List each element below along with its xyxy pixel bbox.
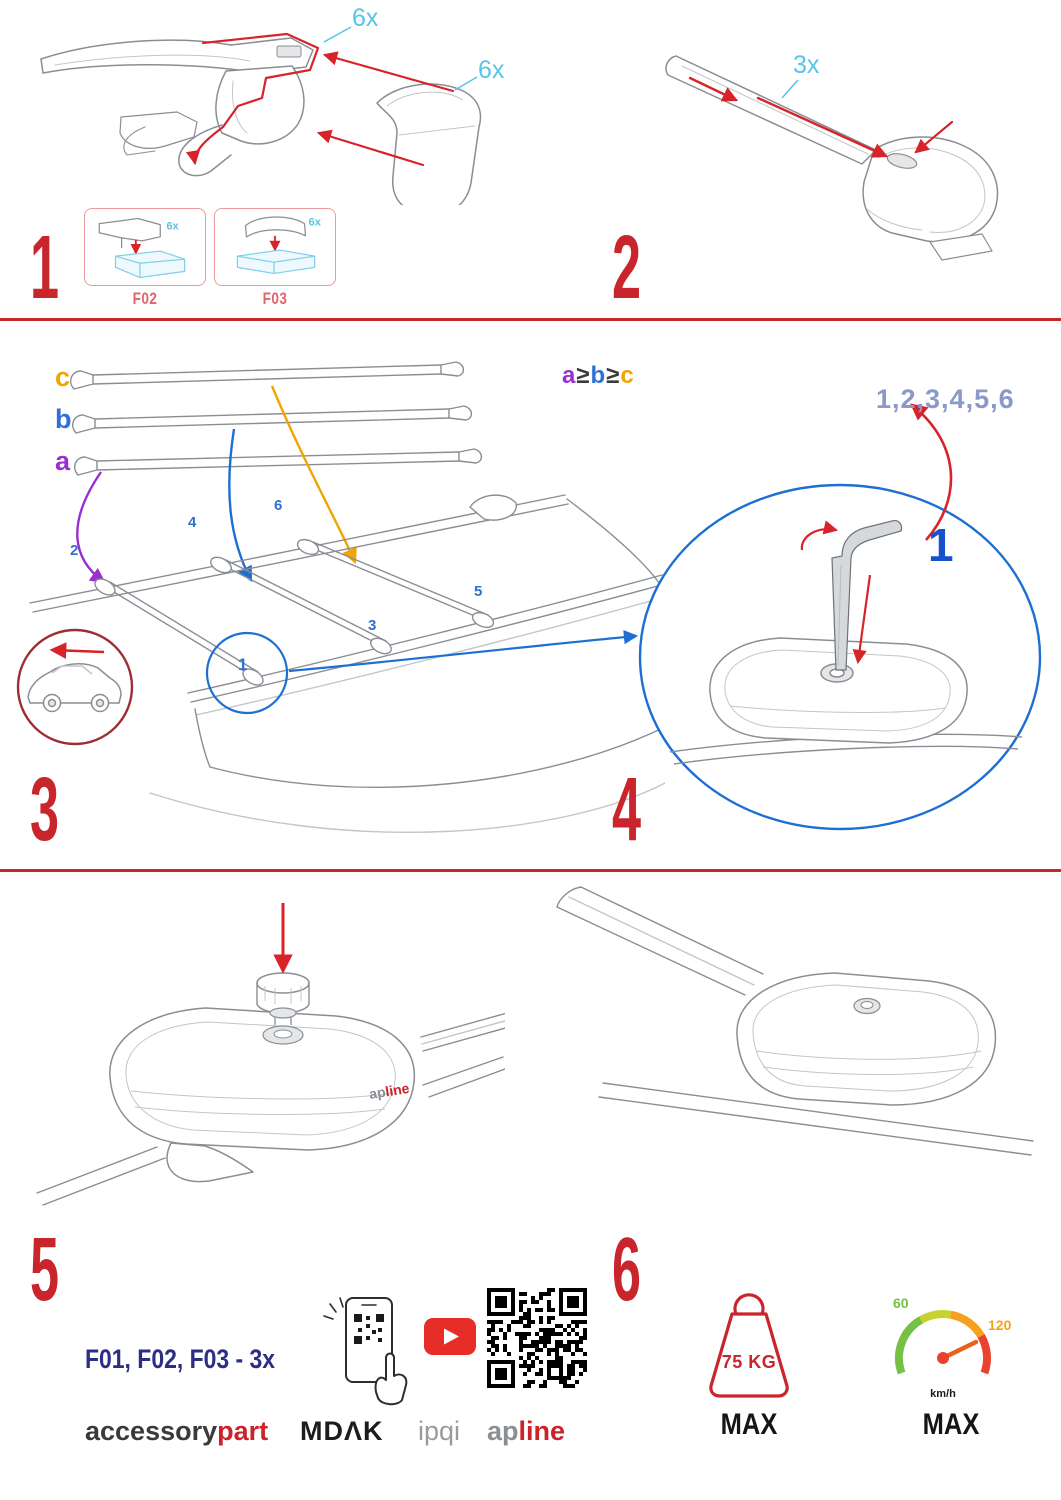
- clamp-pad: [109, 972, 416, 1183]
- youtube-icon: [424, 1318, 476, 1355]
- max-weight-icon: 75 KG: [709, 1293, 789, 1398]
- bar-letter-a: a: [55, 446, 71, 476]
- roof-position-1: 1: [238, 655, 248, 674]
- zoom-pointer-arrow: [288, 630, 639, 673]
- allen-key: [831, 520, 903, 671]
- bar-letter-c: c: [55, 362, 71, 392]
- qty-leader: [781, 79, 799, 99]
- step-number-1: 1: [30, 218, 59, 318]
- car-direction-inset: [16, 628, 134, 746]
- speed-max-tick-label: 120: [988, 1317, 1012, 1333]
- roof-position-3: 3: [368, 617, 377, 634]
- step6-illustration: [556, 886, 1034, 1156]
- step-number-4: 4: [612, 760, 641, 860]
- step1-illustration: [40, 26, 482, 205]
- knob: [256, 972, 310, 1025]
- brand-mdak: MDΛK: [300, 1416, 384, 1446]
- rail-and-bar: [36, 1012, 505, 1206]
- rotate-arrow: [800, 520, 839, 551]
- step4-zoom-illustration: [638, 483, 1042, 831]
- f03-qty: 6x: [309, 217, 322, 229]
- rule-c: c: [620, 362, 635, 389]
- clamp-pad: [709, 637, 968, 744]
- speed-max-label: MAX: [922, 1408, 980, 1441]
- part-box-f02: 6x: [84, 208, 206, 286]
- tighten-sequence: 1,2,3,4,5,6: [876, 384, 1015, 414]
- brand-apline: apline: [487, 1416, 565, 1447]
- roof-position-2: 2: [70, 542, 79, 559]
- position1-circle: [205, 631, 289, 715]
- length-rule: a≥b≥c: [562, 362, 635, 390]
- tapping-hand: [374, 1352, 408, 1406]
- part-label-f02: F02: [132, 289, 158, 308]
- speed-min-label: 60: [893, 1295, 909, 1311]
- weight-value: 75 KG: [722, 1352, 777, 1372]
- section-divider: [0, 869, 1061, 872]
- rule-b: b: [590, 362, 607, 389]
- roof-position-5: 5: [474, 583, 483, 600]
- tighten-down-arrow: [852, 574, 872, 665]
- speedometer-needle: [940, 1339, 979, 1361]
- roof-position-6: 6: [274, 497, 283, 514]
- qr-code: [487, 1288, 587, 1388]
- part-label-f03: F03: [262, 289, 288, 308]
- clamp-pad: [736, 972, 997, 1106]
- roof-position-4: 4: [188, 514, 197, 531]
- tighten-order-arrow: [910, 403, 953, 541]
- step-number-5: 5: [30, 1220, 59, 1320]
- red-highlight-arrows: [185, 32, 455, 167]
- f03-mini-illustration: 6x: [236, 216, 322, 275]
- pad-brand-logo: apline: [368, 1080, 411, 1102]
- bar-end-assembly: [40, 37, 314, 177]
- step-number-3: 3: [30, 760, 59, 860]
- phone-qr-screen: [354, 1314, 384, 1344]
- first-position-callout: 1: [928, 519, 954, 571]
- step2-illustration: [665, 55, 999, 261]
- brand-accessory-text: accessory: [85, 1416, 218, 1446]
- step-number-6: 6: [612, 1220, 641, 1320]
- rule-gte-1: ≥: [576, 362, 591, 389]
- weight-max-label: MAX: [720, 1408, 778, 1441]
- step3-illustration: [16, 361, 665, 833]
- insert-arrows: [688, 76, 954, 158]
- cover-part: [376, 83, 482, 205]
- qty-leader-lines: [323, 26, 478, 91]
- brand-accessorypart: accessorypart: [85, 1416, 268, 1447]
- leader-bar-a: [76, 471, 106, 584]
- crossbar-and-foot: [665, 55, 999, 261]
- brand-ap-text: ap: [487, 1416, 519, 1446]
- part-box-f03: 6x: [214, 208, 336, 286]
- brand-ipqi: ipqi: [418, 1416, 461, 1446]
- brand-line-text: line: [518, 1416, 566, 1446]
- speed-unit-label: km/h: [930, 1388, 956, 1400]
- bar-letter-b: b: [55, 404, 72, 434]
- brand-part-text: part: [217, 1416, 269, 1446]
- section-divider: [0, 318, 1061, 321]
- step5-illustration: apline: [36, 903, 505, 1206]
- qty-label-bars: 3x: [793, 51, 820, 79]
- rule-gte-2: ≥: [606, 362, 621, 389]
- leader-bar-c: [270, 385, 357, 565]
- crossbars-abc: [70, 361, 483, 476]
- phone-scan-icon: [323, 1297, 408, 1406]
- speedometer-icon: 60 120 km/h: [893, 1295, 1012, 1400]
- qty-label-caps: 6x: [478, 56, 505, 84]
- f02-mini-illustration: 6x: [98, 217, 186, 279]
- rule-a: a: [562, 362, 577, 389]
- step-number-2: 2: [612, 218, 641, 318]
- rail-and-bar: [556, 886, 1034, 1156]
- front-direction-arrow: [49, 642, 105, 659]
- kit-contents-text: F01, F02, F03 - 3x: [85, 1344, 276, 1374]
- leader-bar-b: [228, 428, 253, 583]
- qty-label-covers: 6x: [352, 4, 379, 32]
- f02-qty: 6x: [166, 221, 179, 233]
